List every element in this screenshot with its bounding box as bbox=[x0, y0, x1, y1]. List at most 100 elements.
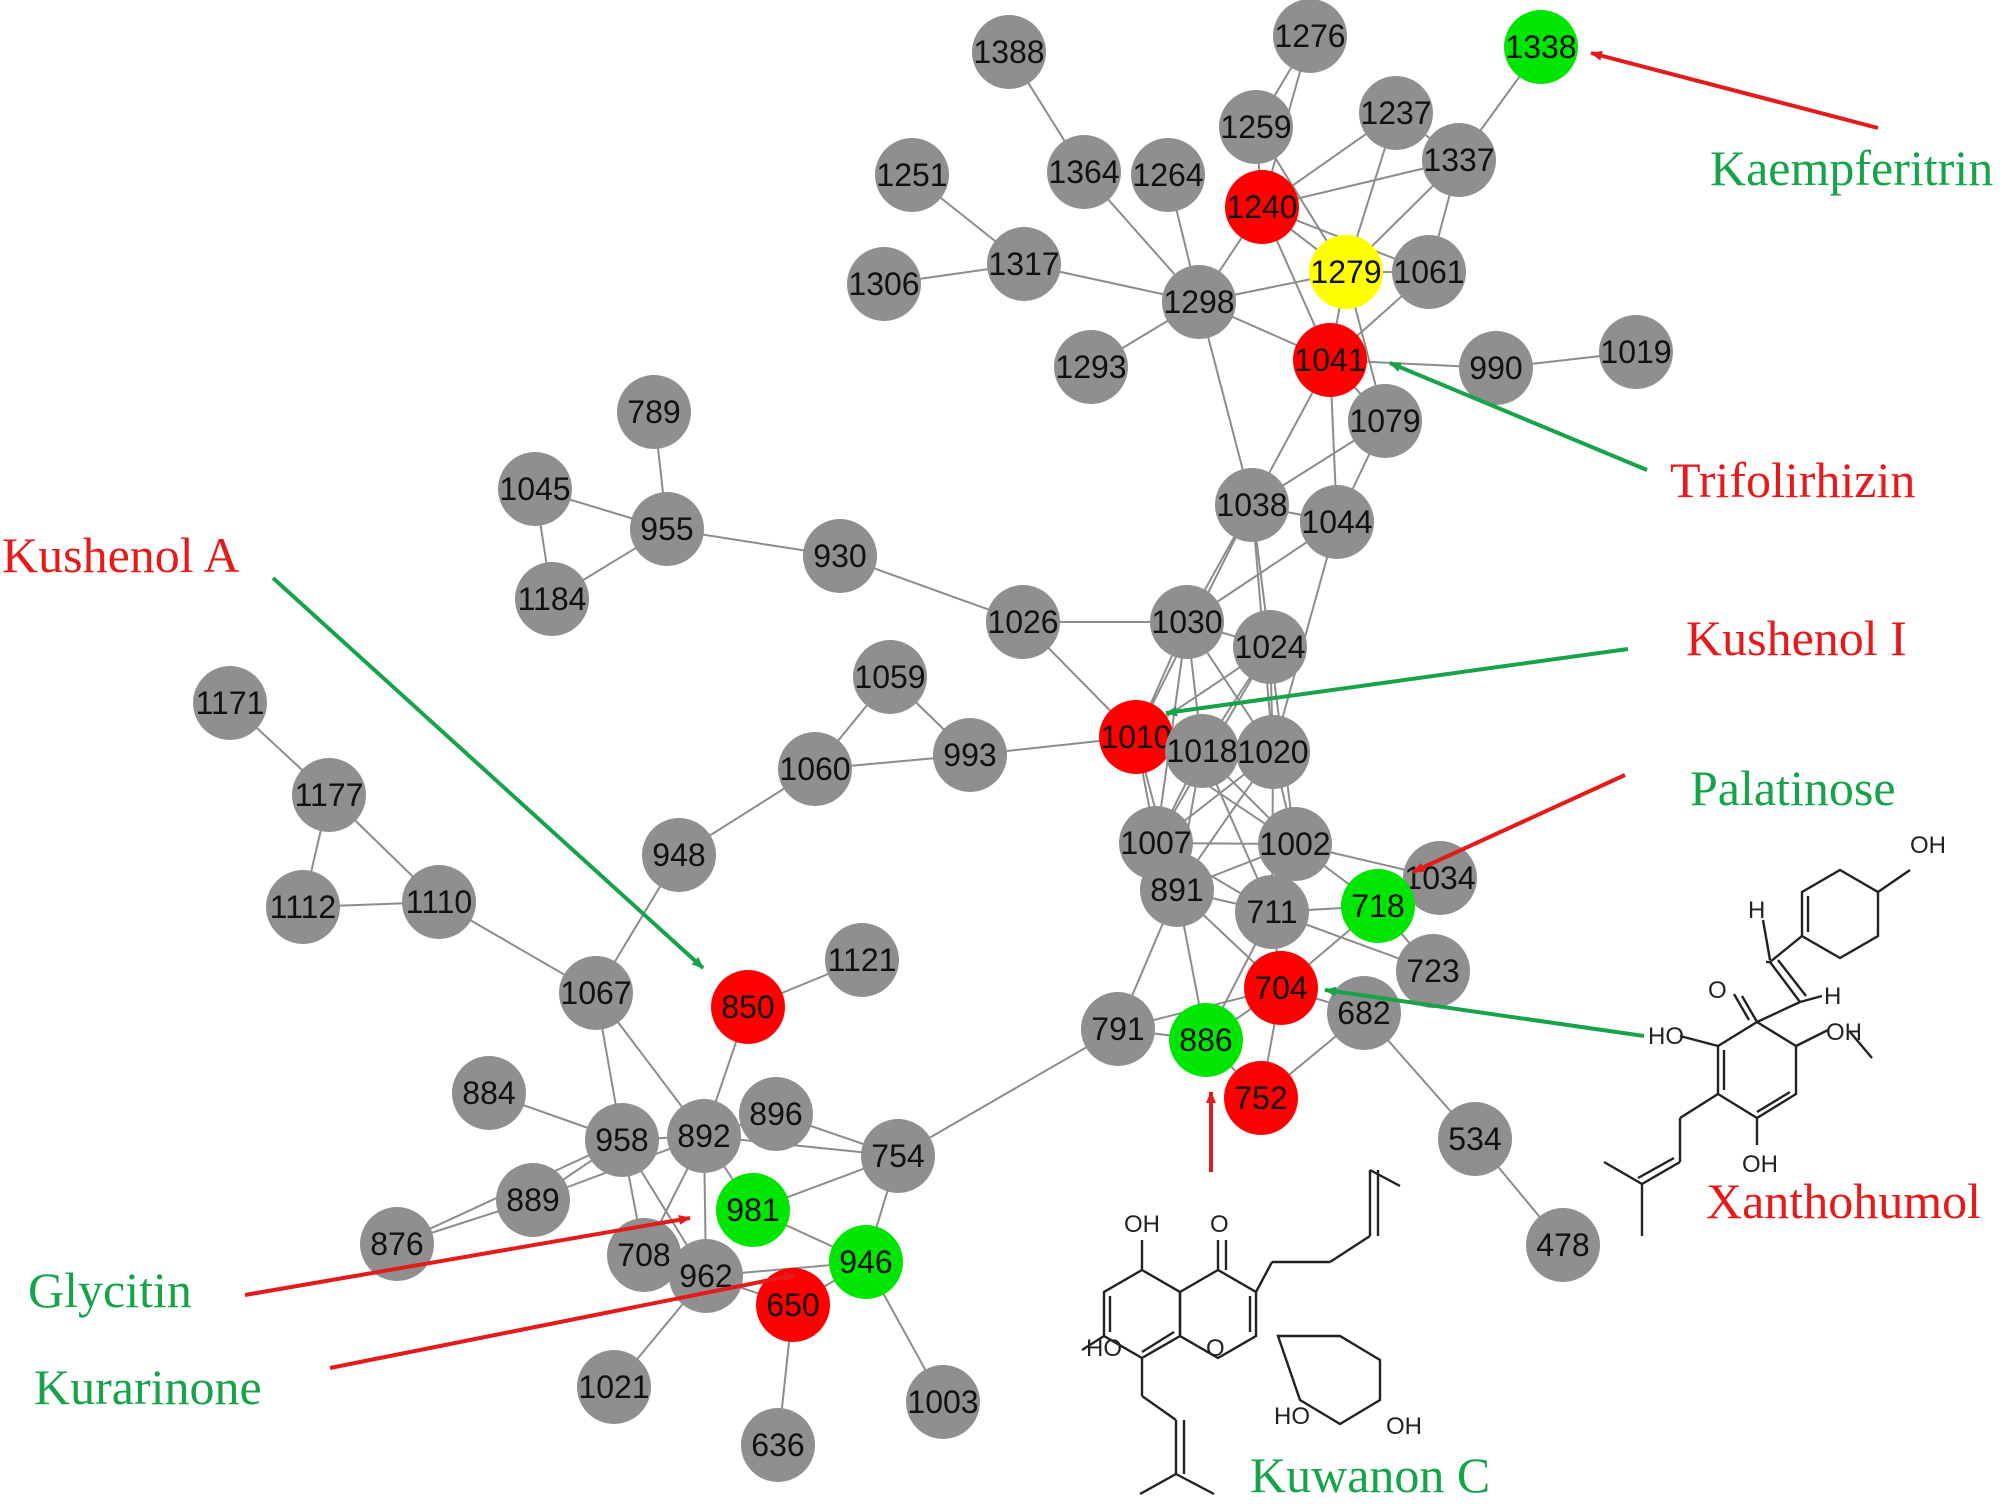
node-1240: 1240 bbox=[1225, 170, 1299, 244]
node-circle bbox=[847, 247, 921, 321]
node-label: 704 bbox=[1254, 970, 1307, 1006]
xanthohumol-arrow bbox=[1324, 986, 1645, 1038]
node-circle bbox=[496, 1163, 570, 1237]
node-label: 1338 bbox=[1505, 29, 1576, 65]
node-955: 955 bbox=[630, 492, 704, 566]
node-label: 711 bbox=[1246, 894, 1297, 930]
node-1061: 1061 bbox=[1392, 235, 1466, 309]
compound-annotations: Kaempferitrin Trifolirhizin Kushenol A K… bbox=[2, 50, 1993, 1503]
node-label: 1317 bbox=[988, 246, 1059, 282]
node-label: 1171 bbox=[196, 685, 265, 721]
node-1060: 1060 bbox=[778, 732, 852, 806]
node-circle bbox=[1244, 951, 1318, 1025]
node-711: 711 bbox=[1235, 875, 1309, 949]
node-label: 682 bbox=[1337, 995, 1390, 1031]
node-993: 993 bbox=[933, 718, 1007, 792]
node-label: 1059 bbox=[854, 659, 925, 695]
node-label: 1061 bbox=[1393, 254, 1464, 290]
node-896: 896 bbox=[739, 1077, 813, 1151]
palatinose-arrow bbox=[1412, 773, 1626, 874]
node-label: 1121 bbox=[828, 942, 897, 978]
node-723: 723 bbox=[1396, 934, 1470, 1008]
node-1264: 1264 bbox=[1131, 138, 1205, 212]
node-circle bbox=[1236, 715, 1310, 789]
node-884: 884 bbox=[452, 1056, 526, 1130]
node-circle bbox=[825, 923, 899, 997]
node-1021: 1021 bbox=[577, 1350, 651, 1424]
node-label: 876 bbox=[370, 1226, 423, 1262]
node-label: 1030 bbox=[1151, 604, 1222, 640]
node-label: 946 bbox=[839, 1244, 892, 1280]
node-label: 1003 bbox=[907, 1384, 978, 1420]
node-circle bbox=[617, 375, 691, 449]
node-circle bbox=[1131, 138, 1205, 212]
kaempferitrin-label: Kaempferitrin bbox=[1710, 140, 1993, 196]
node-682: 682 bbox=[1327, 976, 1401, 1050]
kuwanon-atom-ho-7: HO bbox=[1086, 1335, 1122, 1362]
node-circle bbox=[1081, 992, 1155, 1066]
node-label: 1038 bbox=[1216, 487, 1287, 523]
node-label: 948 bbox=[652, 837, 705, 873]
node-1279: 1279 bbox=[1309, 235, 1383, 309]
node-label: 1306 bbox=[848, 266, 919, 302]
node-892: 892 bbox=[667, 1099, 741, 1173]
node-946: 946 bbox=[829, 1225, 903, 1299]
kuwanon-atom-oh-5: OH bbox=[1124, 1211, 1160, 1238]
node-1298: 1298 bbox=[1162, 265, 1236, 339]
node-circle bbox=[1422, 123, 1496, 197]
node-876: 876 bbox=[360, 1207, 434, 1281]
node-circle bbox=[1348, 384, 1422, 458]
node-label: 990 bbox=[1469, 350, 1522, 386]
node-704: 704 bbox=[1244, 951, 1318, 1025]
node-circle bbox=[1300, 485, 1374, 559]
node-label: 1276 bbox=[1274, 18, 1345, 54]
node-1276: 1276 bbox=[1273, 0, 1347, 73]
node-label: 534 bbox=[1448, 1121, 1501, 1157]
node-1337: 1337 bbox=[1422, 123, 1496, 197]
node-circle bbox=[1165, 714, 1239, 788]
kushenol-a-arrow bbox=[271, 576, 705, 970]
node-886: 886 bbox=[1169, 1003, 1243, 1077]
node-circle bbox=[515, 562, 589, 636]
node-1121: 1121 bbox=[825, 923, 899, 997]
node-circle bbox=[861, 1119, 935, 1193]
node-circle bbox=[498, 452, 572, 526]
node-circle bbox=[1215, 468, 1289, 542]
kurarinone-label: Kurarinone bbox=[34, 1359, 262, 1415]
trifolirhizin-arrow bbox=[1389, 361, 1648, 472]
node-1317: 1317 bbox=[987, 227, 1061, 301]
node-label: 1041 bbox=[1294, 342, 1365, 378]
node-754: 754 bbox=[861, 1119, 935, 1193]
node-circle bbox=[1219, 90, 1293, 164]
node-1010: 1010 bbox=[1099, 700, 1173, 774]
node-circle bbox=[1459, 331, 1533, 405]
node-circle bbox=[1258, 807, 1332, 881]
node-label: 1021 bbox=[578, 1369, 649, 1405]
node-circle bbox=[972, 15, 1046, 89]
node-label: 1264 bbox=[1132, 157, 1203, 193]
node-circle bbox=[741, 1408, 815, 1482]
node-label: 650 bbox=[766, 1287, 819, 1323]
node-label: 896 bbox=[749, 1096, 802, 1132]
node-circle bbox=[577, 1350, 651, 1424]
node-1041: 1041 bbox=[1293, 323, 1367, 397]
node-1079: 1079 bbox=[1348, 384, 1422, 458]
node-circle bbox=[1235, 875, 1309, 949]
node-label: 892 bbox=[677, 1118, 730, 1154]
xanthohumol-structure: OH H H O HO OH OH bbox=[1603, 832, 1946, 1236]
node-circle bbox=[1047, 135, 1121, 209]
node-circle bbox=[1396, 934, 1470, 1008]
node-label: 1024 bbox=[1234, 629, 1305, 665]
node-label: 1019 bbox=[1600, 334, 1671, 370]
node-label: 754 bbox=[871, 1138, 924, 1174]
kushenol-a-label: Kushenol A bbox=[2, 527, 240, 583]
node-circle bbox=[1341, 869, 1415, 943]
xanthohumol-atom-o-keto: O bbox=[1708, 977, 1727, 1004]
xanthohumol-atom-ome: OH bbox=[1826, 1019, 1862, 1046]
node-1030: 1030 bbox=[1150, 585, 1224, 659]
kuwanon-c-structure: OH O HO O HO OH bbox=[1081, 1168, 1422, 1496]
node-label: 1110 bbox=[406, 884, 472, 920]
node-circle bbox=[559, 956, 633, 1030]
node-478: 478 bbox=[1526, 1208, 1600, 1282]
